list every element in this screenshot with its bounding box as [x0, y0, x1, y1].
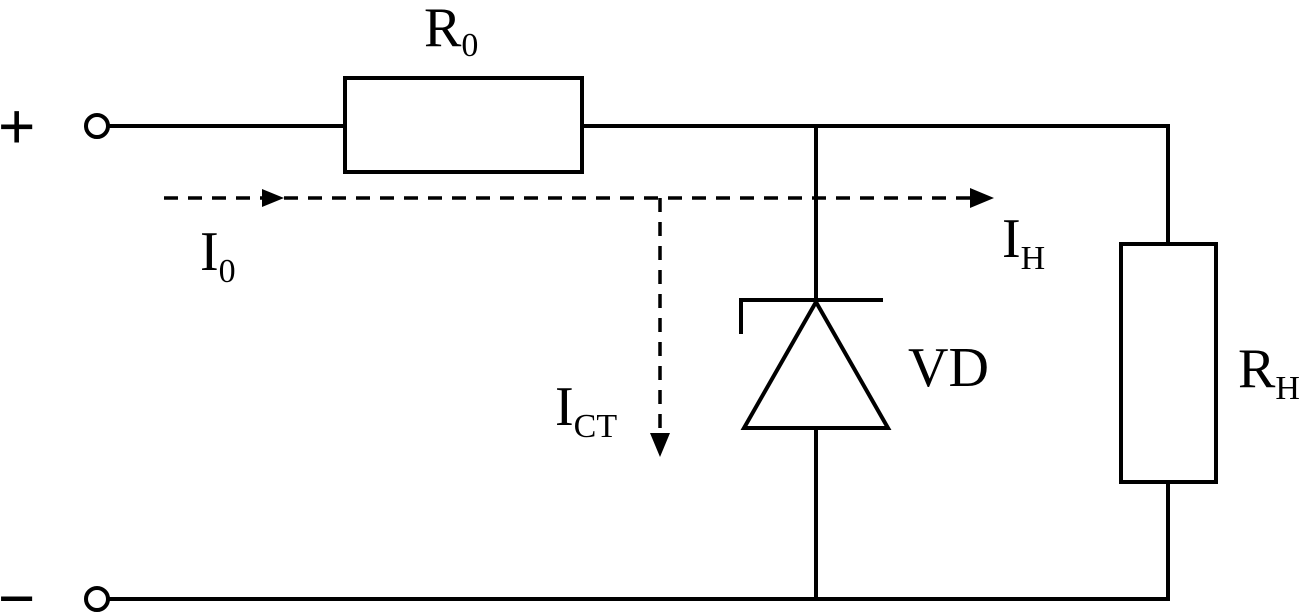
zener-cathode-bar — [739, 298, 883, 334]
ict-arrowhead — [650, 433, 670, 457]
rh-label: RH — [1238, 338, 1300, 407]
negative-terminal-sign: − — [0, 562, 35, 613]
resistor-rh — [1119, 242, 1218, 484]
i0-arrowhead — [262, 189, 284, 207]
positive-terminal — [84, 113, 110, 139]
resistor-r0 — [343, 76, 584, 174]
i0-label: I0 — [200, 221, 236, 290]
ih-label: IH — [1002, 208, 1045, 277]
vd-label: VD — [908, 337, 989, 399]
ih-arrowhead — [970, 188, 994, 208]
positive-terminal-sign: + — [0, 90, 35, 162]
r0-label: R0 — [424, 0, 478, 64]
zener-diode-vd — [740, 297, 892, 430]
ict-label: ICT — [555, 376, 617, 445]
negative-terminal — [84, 586, 110, 612]
